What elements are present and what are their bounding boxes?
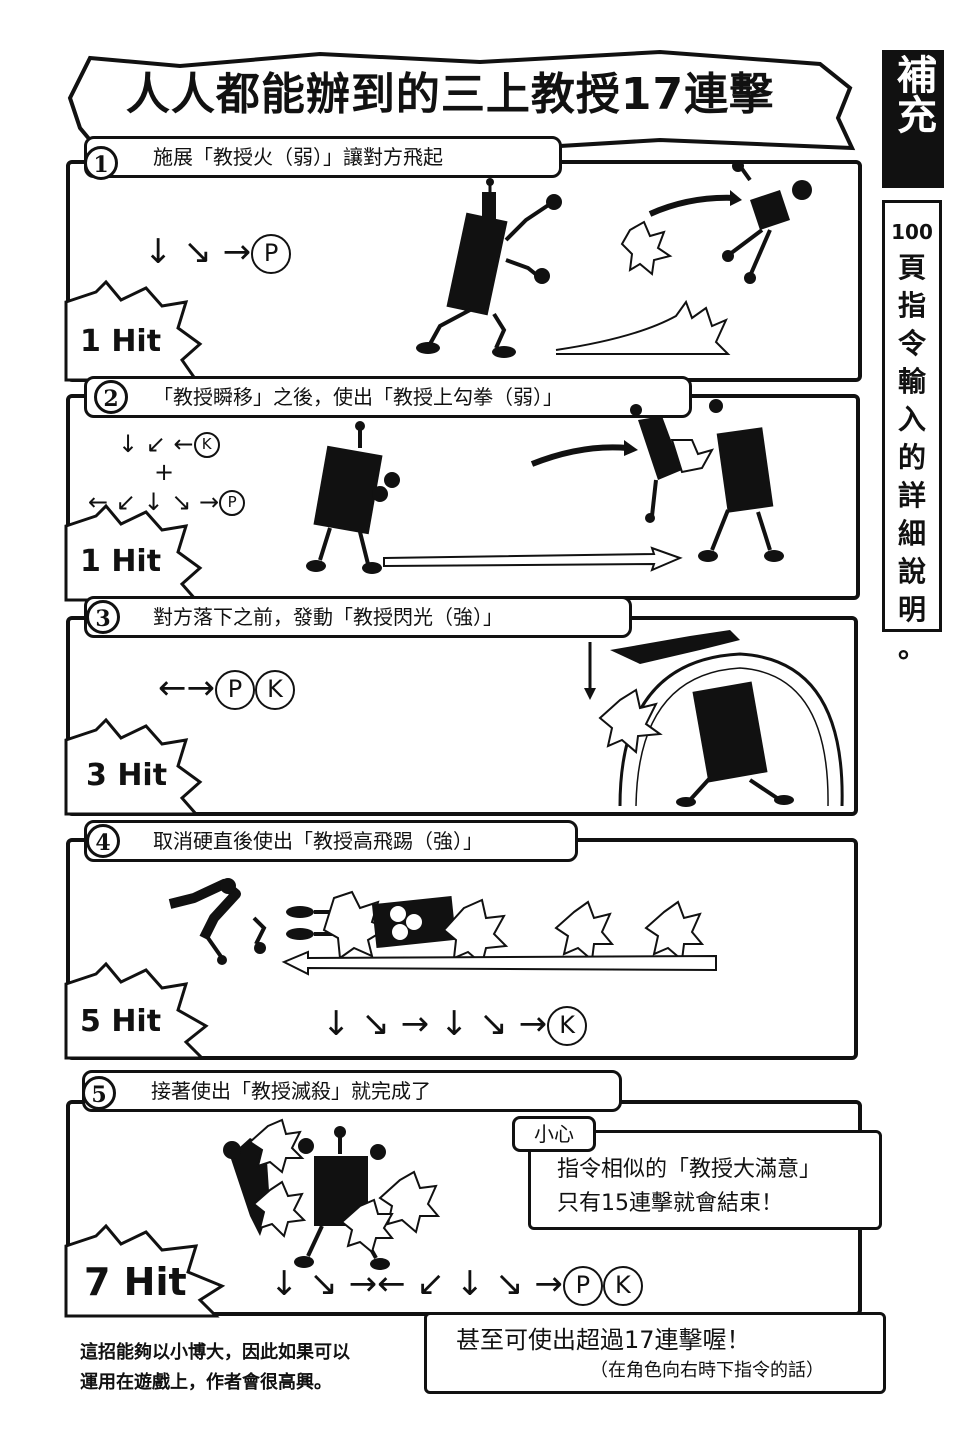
- punch-button-icon: P: [215, 669, 255, 710]
- bonus-box: [424, 1312, 886, 1394]
- author-note-line-1: 這招能夠以小博大，因此如果可以: [80, 1342, 350, 1363]
- dash-trail-effect: [383, 546, 683, 572]
- arrow-down-icon: ↓: [143, 488, 164, 516]
- punch-button-icon: P: [562, 1265, 603, 1306]
- arrow-down-right-icon: ↘: [309, 1264, 338, 1304]
- arrow-left-icon: ←: [88, 488, 109, 516]
- command-2-line2: ← ↙ ↓ ↘ →P: [88, 488, 246, 516]
- kick-button-icon: K: [193, 432, 220, 458]
- command-2-plus: +: [154, 458, 175, 486]
- sidebar-char: 詳: [897, 479, 926, 512]
- step-number-3: 3: [86, 600, 120, 634]
- command-2-line1: ↓ ↙ ←K: [118, 430, 220, 458]
- arrow-right-icon: →: [348, 1264, 378, 1304]
- sidebar-char: 令: [897, 327, 926, 360]
- warning-label: 小心: [512, 1116, 596, 1152]
- opponent-figure: [620, 160, 812, 284]
- professor-robot-figure: [306, 421, 400, 574]
- supplement-tag: 補充: [882, 50, 944, 188]
- step-number-2: 2: [94, 380, 128, 414]
- arrow-left-icon: ←: [158, 668, 187, 708]
- arrow-down-right-icon: ↘: [361, 1004, 390, 1044]
- arrow-down-right-icon: ↘: [171, 488, 192, 516]
- sidebar-char: 明: [897, 593, 926, 626]
- sidebar-page-number: 100: [891, 220, 933, 244]
- arrow-down-right-icon: ↘: [495, 1264, 524, 1304]
- flash-dome-scene: [584, 630, 844, 807]
- professor-robot-figure: [416, 178, 562, 358]
- command-1: ↓ ↘ →P: [144, 232, 292, 274]
- arrow-left-icon: ←: [173, 430, 194, 458]
- step-caption-2: 「教授瞬移」之後，使出「教授上勾拳（弱）」: [84, 376, 692, 418]
- sidebar-char: 輸: [897, 365, 926, 398]
- author-note: 這招能夠以小博大，因此如果可以 運用在遊戲上，作者會很高興。: [80, 1338, 420, 1398]
- arrow-left-icon: ←: [377, 1264, 406, 1304]
- arrow-down-icon: ↓: [322, 1004, 351, 1044]
- warning-line-1: 指令相似的「教授大滿意」: [557, 1157, 822, 1182]
- arrow-down-icon: ↓: [270, 1264, 299, 1304]
- hit-count-5: 7 Hit: [84, 1260, 187, 1304]
- punch-button-icon: P: [251, 233, 292, 274]
- bonus-main-text: 甚至可使出超過17連擊喔！: [456, 1326, 751, 1354]
- step-caption-4: 取消硬直後使出「教授高飛踢（強）」: [84, 820, 578, 862]
- sidebar-char: 的: [897, 441, 926, 474]
- hit-burst-shape: [64, 961, 209, 1060]
- arrow-right-icon: →: [186, 668, 216, 708]
- step-number-5: 5: [82, 1076, 116, 1110]
- hit-burst-shape: [64, 717, 203, 816]
- arrow-down-left-icon: ↙: [115, 488, 136, 516]
- command-4: ↓ ↘ → ↓ ↘ →K: [322, 1004, 588, 1046]
- page-title: 人人都能辦到的三上教授17連擊: [125, 69, 775, 120]
- step-number-1: 1: [84, 146, 118, 180]
- finisher-scene-figure: [223, 1118, 441, 1270]
- arrow-down-right-icon: ↘: [479, 1004, 508, 1044]
- step-caption-3: 對方落下之前，發動「教授閃光（強）」: [84, 596, 632, 638]
- arrow-right-icon: →: [400, 1004, 430, 1044]
- hit-count-3: 3 Hit: [86, 758, 168, 793]
- arrow-right-icon: →: [518, 1004, 548, 1044]
- arrow-right-icon: →: [222, 232, 252, 272]
- hit-count-1: 1 Hit: [80, 324, 162, 359]
- arrow-down-icon: ↓: [118, 430, 139, 458]
- fire-streak-effect: [555, 299, 731, 355]
- uppercut-scene-figure: [530, 399, 784, 562]
- step-caption-text: 「教授瞬移」之後，使出「教授上勾拳（弱）」: [153, 385, 563, 409]
- step-number-4: 4: [86, 824, 120, 858]
- arrow-down-icon: ↓: [455, 1264, 485, 1304]
- arrow-down-left-icon: ↙: [416, 1264, 445, 1304]
- arrow-down-left-icon: ↙: [145, 430, 166, 458]
- kick-button-icon: K: [547, 1005, 588, 1046]
- arrow-down-right-icon: ↘: [183, 232, 212, 272]
- warning-line-2: 只有15連擊就會結束！: [557, 1191, 783, 1216]
- step-caption-text: 接著使出「教授滅殺」就完成了: [151, 1079, 431, 1103]
- sidebar-char: 。: [897, 631, 926, 664]
- step-caption-text: 施展「教授火（弱）」讓對方飛起: [153, 145, 443, 169]
- arrow-right-icon: →: [199, 488, 220, 516]
- arrow-down-icon: ↓: [439, 1004, 469, 1044]
- sidebar-char: 指: [897, 289, 926, 322]
- hit-burst-shape: [64, 1223, 226, 1318]
- hit-count-2: 1 Hit: [80, 544, 162, 579]
- supplement-label: 補充: [890, 54, 937, 134]
- hit-count-4: 5 Hit: [80, 1004, 162, 1039]
- author-note-line-2: 運用在遊戲上，作者會很高興。: [80, 1372, 332, 1393]
- kick-button-icon: K: [255, 669, 295, 710]
- sidebar-note: 100 頁 指 令 輸 入 的 詳 細 說 明 。: [882, 200, 942, 664]
- bonus-sub-text: （在角色向右時下指令的話）: [590, 1360, 824, 1381]
- flying-kick-scene: [168, 878, 717, 976]
- kick-button-icon: K: [602, 1265, 643, 1306]
- step-caption-1: 施展「教授火（弱）」讓對方飛起: [84, 136, 562, 178]
- step-caption-text: 對方落下之前，發動「教授閃光（強）」: [153, 605, 503, 629]
- arrow-right-icon: →: [534, 1264, 563, 1304]
- step-caption-text: 取消硬直後使出「教授高飛踢（強）」: [153, 829, 483, 853]
- sidebar-char: 頁: [897, 251, 926, 284]
- step-caption-5: 接著使出「教授滅殺」就完成了: [82, 1070, 622, 1112]
- sidebar-char: 細: [897, 517, 926, 550]
- sidebar-char: 說: [897, 555, 926, 588]
- sidebar-char: 入: [897, 403, 926, 436]
- arrow-down-icon: ↓: [144, 232, 173, 272]
- punch-button-icon: P: [219, 490, 246, 516]
